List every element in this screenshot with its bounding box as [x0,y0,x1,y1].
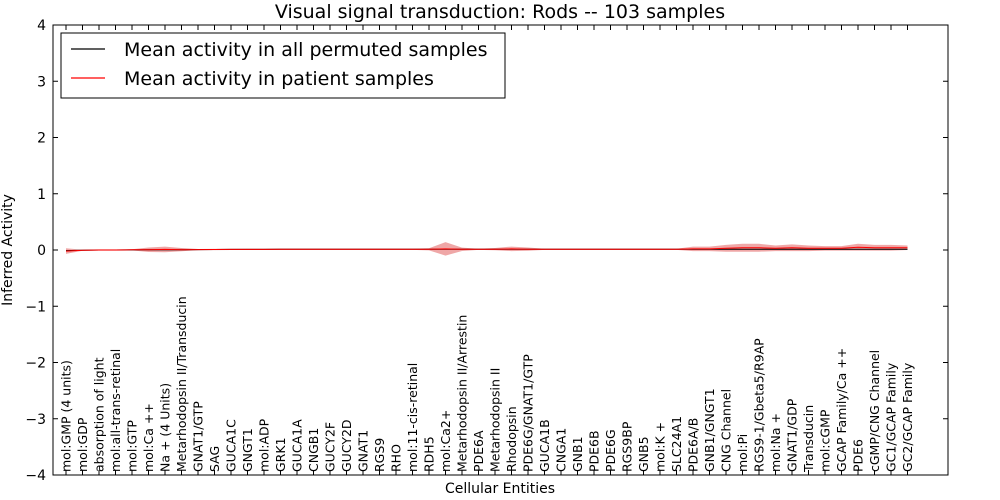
x-tick-label: RGS9BP [620,421,635,472]
x-tick-label: PDE6B [587,430,602,472]
x-tick-label: GNB5 [636,436,651,472]
x-tick-label: mol:Ca ++ [141,403,156,472]
x-tick-label: RHO [389,444,404,472]
y-tick-label: 0 [37,243,46,259]
x-tick-label: Transducin [801,405,816,473]
legend-box [60,32,506,99]
x-tick-label: CNGB1 [306,428,321,472]
x-tick-label: mol:Na + [768,413,783,472]
x-tick-label: mol:Ca2+ [438,410,453,472]
x-tick-label: mol:cGMP [818,409,833,472]
x-tick-label: GNAT1/GDP [785,398,800,472]
x-tick-label: GUCY2D [339,419,354,472]
x-tick-label: mol:11-cis-retinal [405,363,420,472]
x-tick-label: GC2/GCAP Family [900,362,915,472]
x-tick-label: CNGA1 [554,428,569,472]
y-tick-label: 3 [37,74,46,90]
x-tick-label: SLC24A1 [669,416,684,472]
x-tick-label: PDE6A [471,430,486,472]
x-tick-label: GNB1 [570,436,585,472]
x-tick-label: GUCA1A [290,419,305,472]
x-tick-label: cGMP/CNG Channel [867,350,882,472]
y-tick-label: 2 [37,131,46,147]
x-tick-label: GUCA1C [224,419,239,472]
x-tick-label: GRK1 [273,437,288,472]
series-line-1 [65,246,908,252]
plot-area [65,242,908,256]
x-tick-label: GNGT1 [240,428,255,472]
x-tick-label: RDH5 [422,436,437,472]
x-tick-label: Rhodopsin [504,406,519,472]
x-tick-label: mol:GTP [125,420,140,472]
legend-label: Mean activity in patient samples [124,68,434,90]
x-tick-label: mol:ADP [257,418,272,472]
x-tick-label: GNAT1/GTP [191,401,206,472]
x-tick-label: RGS9 [372,438,387,472]
y-tick-label: −3 [25,412,46,428]
y-tick-label: −4 [25,468,46,484]
x-tick-label: Na + (4 Units) [158,383,173,472]
x-tick-label: mol:GMP (4 units) [59,360,74,472]
x-tick-label: Metarhodopsin II/Transducin [174,296,189,472]
x-tick-label: GNAT1 [356,430,371,472]
x-tick-label: Metarhodopsin II/Arrestin [455,315,470,472]
y-tick-label: 1 [37,187,46,203]
x-tick-label: PDE6G/GNAT1/GTP [521,354,536,472]
x-tick-label: absorption of light [92,357,107,472]
x-tick-label: PDE6A/B [686,418,701,472]
y-tick-label: −2 [25,356,46,372]
legend-label: Mean activity in all permuted samples [124,39,487,61]
y-tick-label: 4 [37,18,46,34]
x-tick-label: PDE6 [851,439,866,472]
x-tick-label: GUCA1B [537,419,552,472]
x-tick-label: GC1/GCAP Family [884,362,899,472]
x-tick-label: GCAP Family/Ca ++ [834,348,849,472]
chart-title: Visual signal transduction: Rods -- 103 … [275,1,725,23]
x-tick-label: mol:Pi [735,434,750,472]
y-axis-label: Inferred Activity [0,194,16,306]
x-tick-label: Metarhodopsin II [488,368,503,472]
x-tick-label: mol:all-trans-retinal [108,349,123,472]
x-tick-label: CNG Channel [719,389,734,472]
x-tick-label: RGS9-1/Gbeta5/R9AP [752,338,767,472]
x-tick-label: mol:K + [653,422,668,472]
x-axis-label: Cellular Entities [445,481,555,497]
x-tick-label: GUCY2F [323,422,338,472]
x-tick-label: GNB1/GNGT1 [702,388,717,472]
x-tick-label: SAG [207,446,222,472]
legend: Mean activity in all permuted samplesMea… [60,32,506,99]
x-tick-label: PDE6G [603,429,618,472]
y-tick-label: −1 [25,299,46,315]
x-tick-label: mol:GDP [75,417,90,472]
